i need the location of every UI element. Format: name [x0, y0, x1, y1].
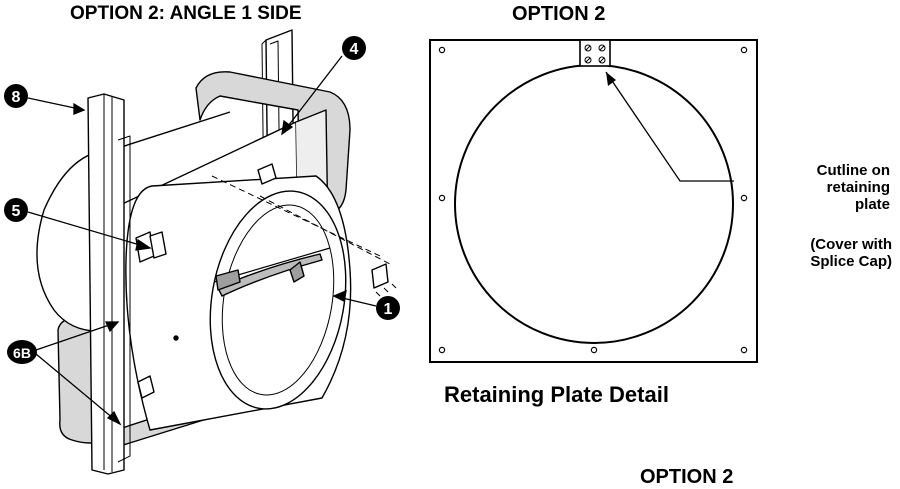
title-option2-bottom: OPTION 2	[640, 466, 734, 488]
splice-cap-screws	[584, 44, 606, 64]
cutline-note-line3: plate	[854, 196, 890, 213]
plate-holes	[438, 46, 748, 354]
cover-note-line1: (Cover with	[810, 236, 892, 253]
callout-6b-text: 6B	[13, 345, 31, 361]
bracket-upper	[257, 163, 277, 185]
callout-4-text: 4	[350, 41, 359, 58]
callout-1-text: 1	[384, 301, 393, 318]
callout-4: 4	[342, 36, 366, 60]
bracket-lower	[137, 375, 155, 399]
callout-1: 1	[376, 296, 400, 320]
hidden-shaft-line	[211, 175, 381, 257]
cutline-leader	[605, 71, 734, 182]
cover-note-line2: Splice Cap)	[810, 253, 892, 270]
callout-5-text: 5	[12, 203, 21, 220]
callout-8: 8	[4, 84, 28, 108]
title-option2: OPTION 2	[512, 3, 606, 25]
callout-6b: 6B	[7, 340, 37, 364]
splice-plate-small	[371, 263, 389, 289]
title-option2-angle-side: OPTION 2: ANGLE 1 SIDE	[70, 3, 302, 24]
cover-note: (Cover with Splice Cap)	[740, 236, 892, 270]
callout-8-text: 8	[12, 89, 21, 106]
splice-cap	[579, 39, 611, 67]
front-stud	[87, 93, 125, 475]
retaining-plate-detail	[429, 39, 758, 363]
plate-opening	[454, 64, 734, 344]
cutline-note: Cutline on retaining plate	[740, 162, 890, 213]
callout-5: 5	[4, 198, 28, 222]
callout-leaders	[27, 55, 377, 426]
damper-assembly-drawing	[36, 29, 397, 475]
title-retaining-plate-detail: Retaining Plate Detail	[444, 382, 669, 407]
cutline-note-line1: Cutline on	[816, 162, 890, 179]
cutline-note-line2: retaining	[826, 179, 890, 196]
sleeve-opening	[209, 190, 347, 410]
